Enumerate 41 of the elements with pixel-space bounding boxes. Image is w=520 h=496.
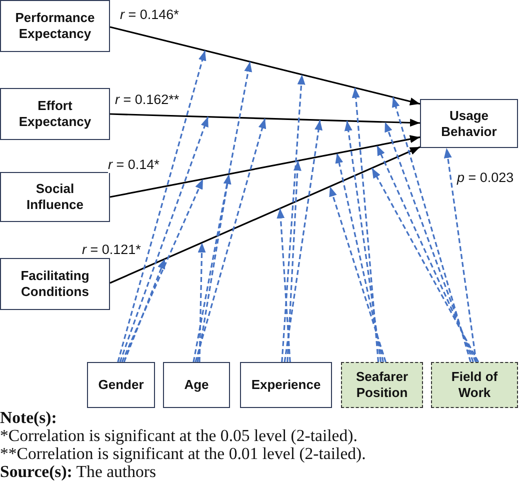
dashed-arrow (284, 120, 322, 362)
moderator-box: Experience (240, 362, 332, 408)
dashed-arrow (119, 116, 209, 362)
dashed-arrow (392, 96, 472, 362)
dashed-arrow (123, 258, 166, 362)
moderator-box: Field of Work (431, 362, 518, 408)
moderator-box: Age (163, 362, 230, 408)
moderator-box: Seafarer Position (341, 362, 423, 408)
dashed-arrow (276, 208, 291, 362)
construct-box: Facilitating Conditions (0, 258, 110, 310)
dashed-arrow (384, 122, 474, 362)
construct-box: Effort Expectancy (0, 88, 110, 140)
construct-box: Performance Expectancy (0, 0, 110, 52)
outcome-box: Usage Behavior (420, 99, 518, 148)
arrow (110, 146, 420, 284)
note-text: *Correlation is significant at the 0.05 level (2-tailed). (0, 427, 358, 445)
dashed-arrow (444, 148, 477, 362)
dashed-arrow (194, 118, 266, 362)
note-text: **Correlation is significant at the 0.01 level (2-tailed). (0, 445, 366, 463)
dashed-arrow (286, 160, 302, 362)
dashed-arrow (371, 168, 480, 362)
dashed-arrow (192, 62, 252, 362)
dashed-arrow (117, 50, 206, 362)
dashed-arrow (196, 174, 232, 362)
arrow (110, 26, 420, 106)
note-heading: Note(s): (0, 409, 57, 427)
dashed-arrow (376, 145, 477, 362)
construct-box: Social Influence (0, 172, 110, 222)
edge-label: p = 0.023 (457, 170, 514, 186)
arrow (110, 113, 420, 127)
dashed-arrow (198, 242, 206, 362)
source-note: Source(s): The authors (0, 463, 156, 481)
arrow (110, 135, 420, 198)
moderator-box: Gender (87, 362, 155, 408)
dashed-arrow (344, 120, 382, 362)
dashed-arrow (121, 178, 204, 362)
dashed-arrow (329, 186, 386, 362)
dashed-arrow (335, 153, 384, 362)
dashed-arrow (281, 74, 306, 362)
dashed-arrow (352, 88, 380, 362)
edge-label: r = 0.14* (108, 157, 160, 173)
